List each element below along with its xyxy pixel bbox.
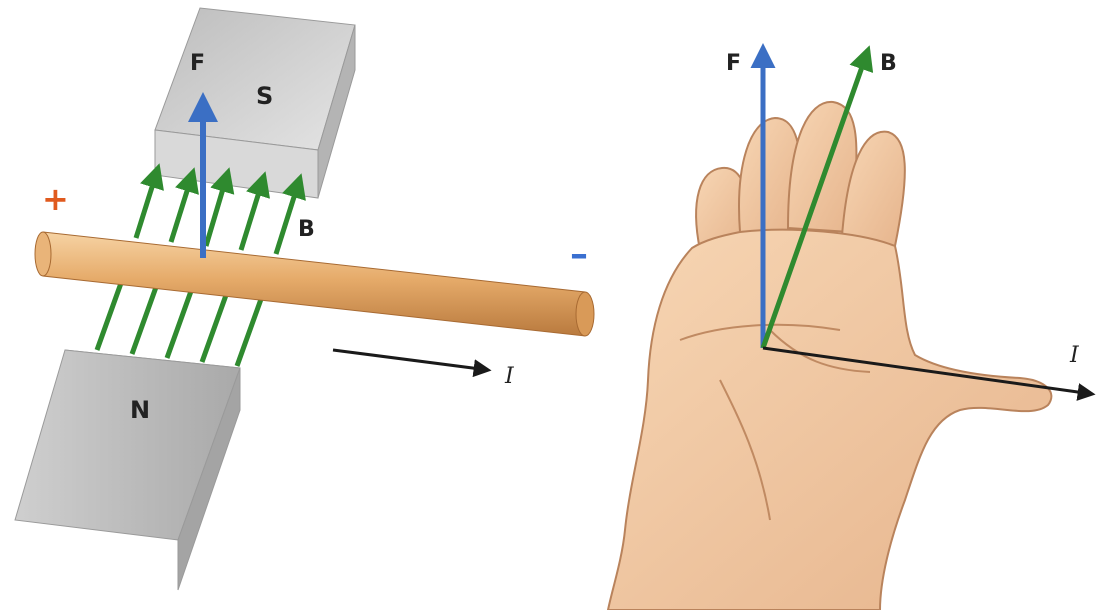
force-label-right: F [726, 51, 741, 76]
minus-sign: – [570, 234, 588, 275]
current-label-right: I [1069, 343, 1080, 368]
magnet-s [155, 8, 355, 198]
magnet-s-label: S [256, 82, 273, 110]
left-panel: S N F B + – I [15, 8, 594, 590]
conductor-rod [35, 232, 594, 336]
current-arrow-left [333, 350, 488, 370]
force-label-left: F [190, 51, 205, 76]
magnet-n-label: N [130, 396, 150, 424]
field-label-right: B [880, 51, 897, 76]
current-label-left: I [504, 364, 515, 389]
plus-sign: + [42, 180, 69, 218]
magnet-n [15, 350, 240, 590]
right-panel: F B I [608, 48, 1092, 610]
field-label-left: B [298, 217, 315, 242]
